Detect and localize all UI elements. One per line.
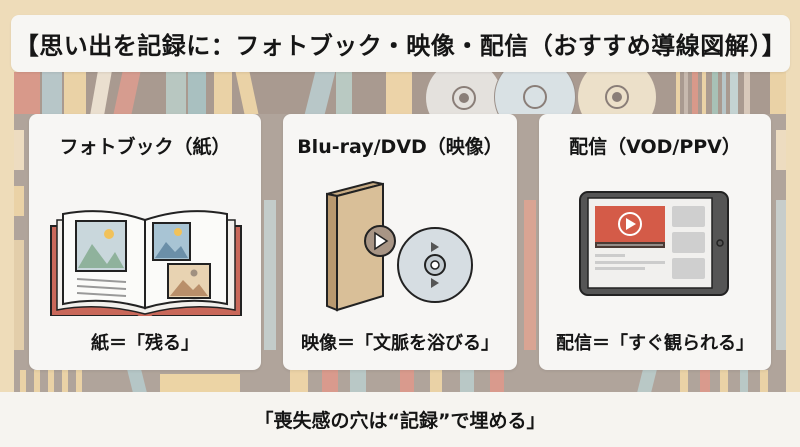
footer-banner: 「喪失感の穴は“記録”で埋める」 [0, 392, 800, 447]
card-title: 配信（VOD/PPV） [569, 136, 741, 158]
page-title: 【思い出を記録に：フォトブック・映像・配信（おすすめ導線図解）】 [14, 32, 787, 60]
dvd-case-disc-icon [326, 180, 473, 312]
tablet-video-icon [579, 191, 729, 296]
page-title-banner: 【思い出を記録に：フォトブック・映像・配信（おすすめ導線図解）】 [11, 15, 790, 72]
card-photobook: フォトブック（紙） 紙＝「残る」 [29, 114, 261, 370]
card-caption: 紙＝「残る」 [91, 333, 199, 354]
card-caption: 配信＝「すぐ観られる」 [556, 333, 754, 354]
card-title: Blu-ray/DVD（映像） [297, 136, 503, 158]
card-title: フォトブック（紙） [59, 136, 231, 158]
footer-tagline: 「喪失感の穴は“記録”で埋める」 [254, 410, 546, 432]
photo-book-icon [50, 210, 242, 324]
card-caption: 映像＝「文脈を浴びる」 [301, 333, 499, 354]
card-streaming: 配信（VOD/PPV） 配信＝「すぐ観られる」 [539, 114, 771, 370]
card-bluray-dvd: Blu-ray/DVD（映像） 映像＝「文脈を浴びる」 [283, 114, 517, 370]
